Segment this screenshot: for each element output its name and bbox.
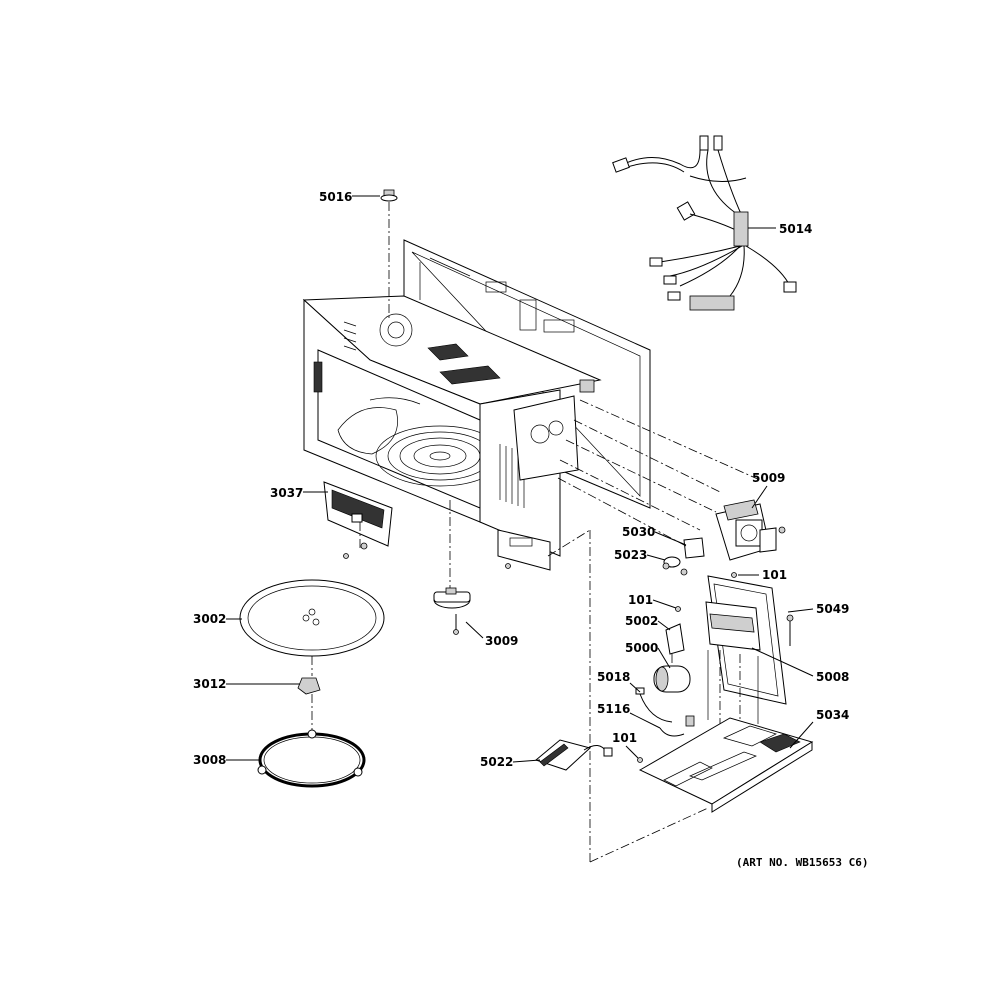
leader-line-5034 bbox=[789, 721, 814, 749]
alignment-lines-right bbox=[547, 399, 761, 863]
part-5002-diode-bracket bbox=[665, 623, 685, 655]
part-5008-transformer bbox=[705, 601, 761, 734]
leader-line-5009 bbox=[751, 485, 768, 509]
callout-label-101b: 101 bbox=[628, 593, 653, 607]
leader-line-5002 bbox=[657, 620, 671, 631]
leader-line-101c bbox=[625, 745, 639, 759]
leader-line-101b bbox=[652, 599, 677, 609]
part-3002-glass-turntable bbox=[239, 579, 385, 657]
callout-label-101c: 101 bbox=[612, 731, 637, 745]
part-5030-sensor-board bbox=[683, 537, 705, 559]
part-5014-wire-harness bbox=[612, 135, 797, 311]
callout-labels: 5016 5014 5009 3037 5030 5023 101 101 5049 3002 50… bbox=[193, 190, 849, 769]
callout-label-3009: 3009 bbox=[485, 634, 518, 648]
callout-label-5000: 5000 bbox=[625, 641, 658, 655]
callout-label-5022: 5022 bbox=[480, 755, 513, 769]
leader-line-3009 bbox=[465, 621, 484, 639]
callout-label-5009: 5009 bbox=[752, 471, 785, 485]
part-5009-magnetron bbox=[715, 499, 786, 561]
callout-label-5034: 5034 bbox=[816, 708, 849, 722]
callout-label-5049: 5049 bbox=[816, 602, 849, 616]
part-3012-coupler bbox=[297, 656, 321, 695]
part-5023-thermostat bbox=[662, 556, 688, 576]
callout-label-5016: 5016 bbox=[319, 190, 352, 204]
callout-label-5014: 5014 bbox=[779, 222, 812, 236]
leader-line-5008 bbox=[751, 647, 814, 677]
callout-label-5002: 5002 bbox=[625, 614, 658, 628]
screw-101-base bbox=[637, 757, 643, 763]
leader-line-5116 bbox=[629, 712, 661, 729]
callout-label-5018: 5018 bbox=[597, 670, 630, 684]
leader-line-5030 bbox=[654, 531, 687, 546]
callout-label-5030: 5030 bbox=[622, 525, 655, 539]
part-5016-thermal-fuse bbox=[380, 189, 398, 320]
callout-label-101a: 101 bbox=[762, 568, 787, 582]
callout-leader-lines bbox=[226, 195, 814, 763]
part-3037-waveguide-cover bbox=[323, 481, 393, 559]
callout-label-5023: 5023 bbox=[614, 548, 647, 562]
leader-line-5022 bbox=[512, 759, 541, 763]
callout-label-3008: 3008 bbox=[193, 753, 226, 767]
part-5022-switch bbox=[534, 739, 613, 771]
leader-line-5023 bbox=[646, 554, 666, 561]
callout-label-3012: 3012 bbox=[193, 677, 226, 691]
screw-101-and-bolt bbox=[675, 572, 794, 646]
part-5034-base-plate bbox=[638, 717, 814, 813]
callout-label-3037: 3037 bbox=[270, 486, 303, 500]
callout-label-3002: 3002 bbox=[193, 612, 226, 626]
part-3009-turntable-motor bbox=[433, 500, 511, 635]
callout-label-5116: 5116 bbox=[597, 702, 630, 716]
part-5116-wire bbox=[659, 715, 695, 737]
part-5018-wire bbox=[635, 687, 673, 723]
leader-line-5000 bbox=[657, 647, 671, 669]
art-number: (ART NO. WB15653 C6) bbox=[736, 856, 868, 869]
leader-line-5018 bbox=[629, 682, 641, 693]
part-3008-roller-ring bbox=[257, 694, 366, 788]
microwave-cavity-assembly bbox=[302, 239, 651, 571]
part-5000-capacitor bbox=[653, 654, 691, 693]
callout-label-5008: 5008 bbox=[816, 670, 849, 684]
leader-line-5049 bbox=[787, 608, 814, 613]
